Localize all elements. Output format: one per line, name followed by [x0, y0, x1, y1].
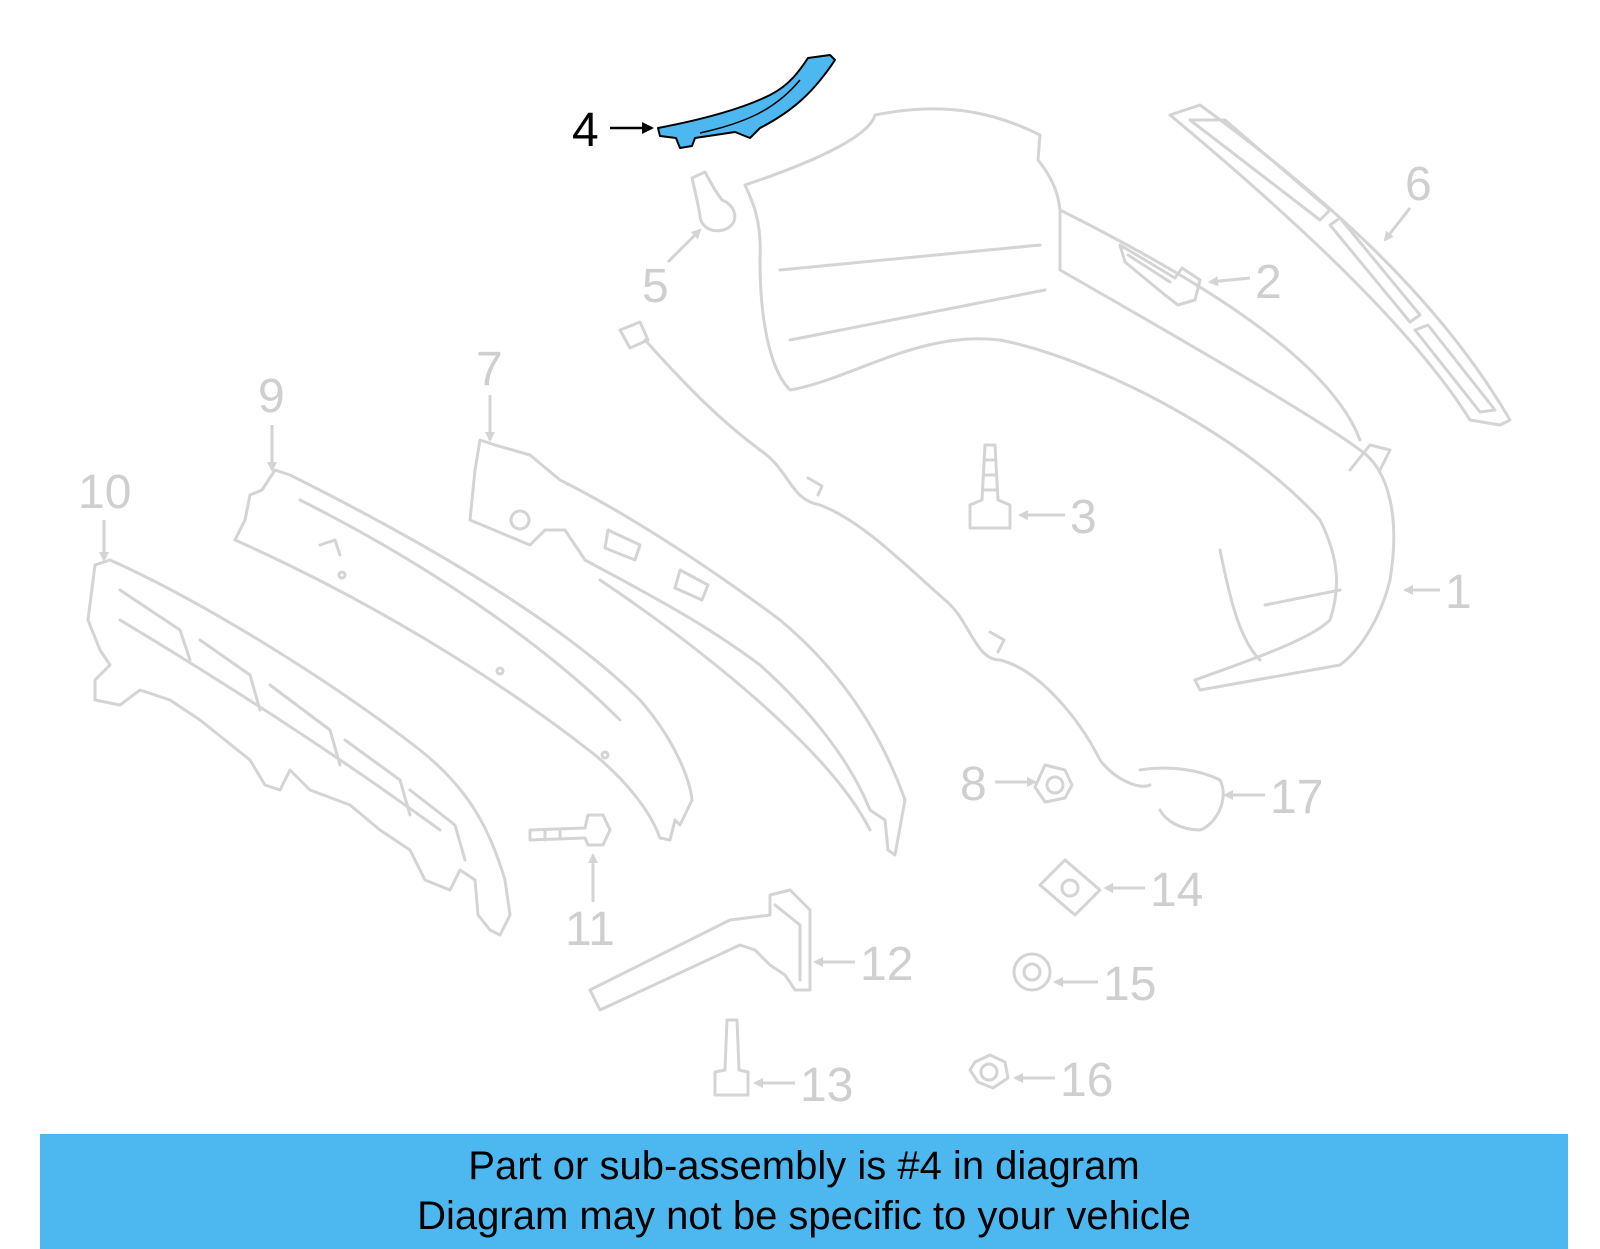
callout-6: 6: [1405, 158, 1432, 211]
part-17-wiring-harness: [618, 320, 1225, 832]
part-1-bumper-cover: [743, 107, 1396, 692]
banner-part-text: Part or sub-assembly is #4 in diagram: [468, 1144, 1140, 1188]
part-5-clip: [690, 170, 737, 233]
part-13-bolt: [713, 1018, 750, 1097]
callout-17: 17: [1270, 771, 1323, 824]
part-12-bracket: [588, 888, 812, 1012]
part-14-square-nut: [1038, 858, 1102, 917]
part-2-bolt: [1118, 243, 1202, 307]
callout-14: 14: [1150, 864, 1203, 917]
part-7-energy-absorber: [468, 438, 907, 857]
callout-4: 4: [572, 104, 599, 157]
arrow-6: [1383, 207, 1412, 242]
part-6-trim-strip: [1168, 103, 1512, 427]
callout-15: 15: [1103, 958, 1156, 1011]
part-15-washer: [1012, 952, 1052, 992]
callout-16: 16: [1060, 1054, 1113, 1107]
part-16-flange-nut: [968, 1053, 1010, 1090]
arrow-2: [1208, 276, 1251, 287]
part-9-reinforcement-bar: [233, 468, 694, 842]
callout-11: 11: [565, 903, 615, 956]
callout-12: 12: [860, 938, 913, 991]
callout-1: 1: [1445, 566, 1472, 619]
callout-8: 8: [960, 758, 987, 811]
callout-9: 9: [258, 370, 285, 423]
info-banner: Part or sub-assembly is #4 in diagram Di…: [40, 1134, 1568, 1249]
callout-10: 10: [78, 466, 131, 519]
part-3-screw: [968, 443, 1012, 530]
callout-5: 5: [642, 260, 669, 313]
part-10-lower-bracket: [86, 558, 512, 937]
callout-3: 3: [1070, 491, 1097, 544]
callout-7: 7: [476, 343, 503, 396]
banner-disclaimer-text: Diagram may not be specific to your vehi…: [417, 1194, 1191, 1238]
arrow-5: [666, 228, 702, 264]
part-11-screw: [528, 813, 612, 847]
callout-2: 2: [1255, 256, 1282, 309]
part-8-nut: [1033, 763, 1074, 804]
part-4-bracket-highlighted: [657, 54, 836, 149]
callout-13: 13: [800, 1059, 853, 1112]
